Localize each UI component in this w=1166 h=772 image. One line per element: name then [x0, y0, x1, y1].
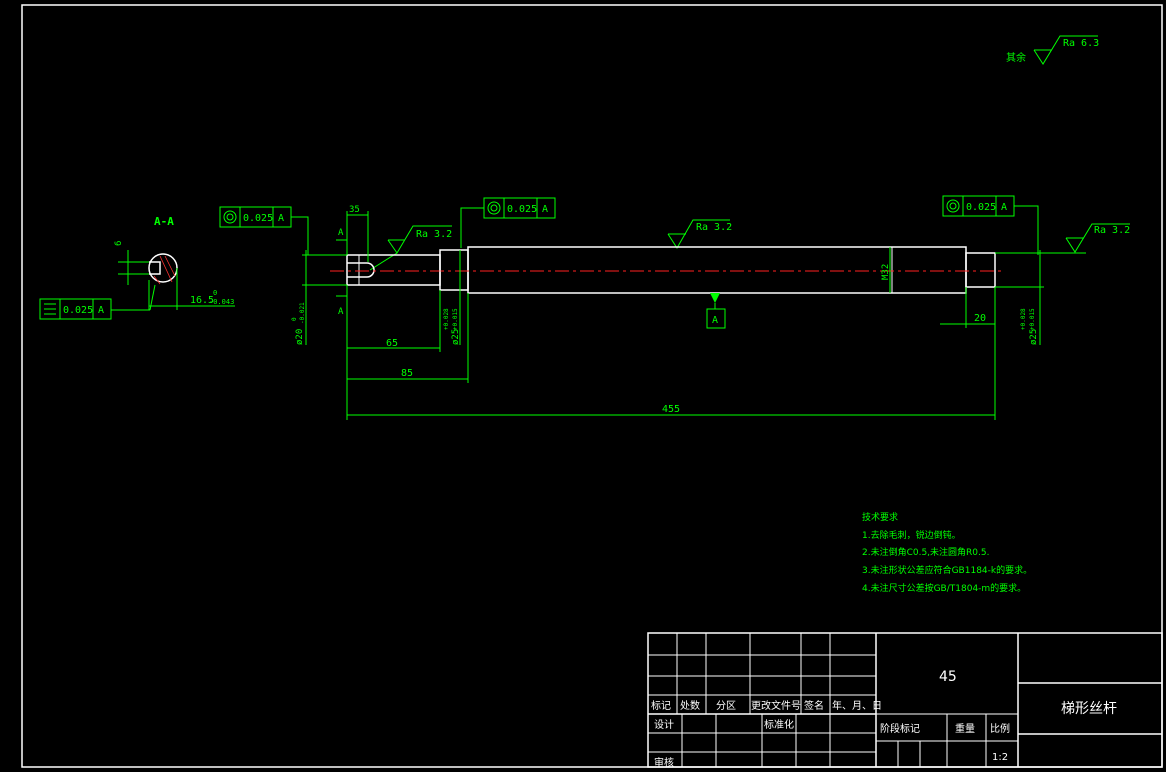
roughness-other-label: 其余	[1006, 51, 1026, 64]
roughness-right-value: Ra 3.2	[1094, 225, 1130, 236]
title-block	[647, 632, 1163, 768]
dim-left-dia: ø20 0 -0.021	[291, 250, 347, 345]
roughness-right: Ra 3.2	[1038, 223, 1130, 254]
dim-20-value: 20	[974, 313, 986, 324]
tb-scale-label: 比例	[990, 722, 1010, 735]
dim-65: 65	[346, 285, 441, 420]
key-depth-dim: 16.5	[190, 295, 214, 306]
dim-65-value: 65	[386, 338, 398, 349]
tb-material: 45	[939, 669, 957, 685]
tb-part-name: 梯形丝杆	[1061, 701, 1117, 717]
tb-header-count: 处数	[680, 699, 700, 712]
notes-title: 技术要求	[862, 511, 898, 523]
tb-scale-value: 1:2	[992, 752, 1008, 763]
roughness-left: Ra 3.2	[369, 225, 452, 271]
section-a-a: A-A 6 16.5 0 -0.043	[111, 215, 235, 311]
dim-455: 455	[347, 287, 996, 420]
key-width-dim: 6	[114, 241, 124, 246]
tb-header-change-doc: 更改文件号	[751, 699, 801, 712]
note-line-3: 3.未注形状公差应符合GB1184-k的要求。	[862, 564, 1032, 576]
thread-value: M32	[881, 264, 891, 280]
section-cut-a-top: A	[338, 228, 344, 238]
dim-journal-right: ø25 +0.028 +0.015	[995, 250, 1044, 345]
runout-left-datum: A	[278, 213, 284, 224]
roughness-middle: Ra 3.2	[667, 219, 732, 249]
tb-weight: 重量	[955, 722, 975, 735]
tb-header-date: 年、月、日	[832, 699, 882, 712]
technical-notes: 技术要求 1.去除毛刺，锐边倒钝。 2.未注倒角C0.5,未注圆角R0.5. 3…	[862, 511, 1032, 594]
runout-frame-right: 0.025 A	[942, 195, 1039, 255]
note-line-2: 2.未注倒角C0.5,未注圆角R0.5.	[862, 546, 989, 558]
dim-85-value: 85	[401, 368, 413, 379]
dim-35: 35	[346, 205, 369, 262]
runout-frame-left: 0.025 A	[219, 206, 309, 255]
journal-right-tol-lower: +0.015	[1029, 308, 1036, 330]
journal-left-tol-lower: +0.015	[452, 308, 459, 330]
dim-455-value: 455	[662, 404, 680, 415]
roughness-left-value: Ra 3.2	[416, 229, 452, 240]
symmetry-value: 0.025	[63, 305, 93, 316]
note-line-4: 4.未注尺寸公差按GB/T1804-m的要求。	[862, 582, 1026, 594]
runout-right-datum: A	[1001, 202, 1007, 213]
tb-stage-mark: 阶段标记	[880, 722, 920, 735]
tb-header-zone: 分区	[716, 700, 736, 712]
dim-35-value: 35	[349, 205, 360, 215]
overall-roughness: 其余 Ra 6.3	[1006, 35, 1099, 65]
roughness-middle-value: Ra 3.2	[696, 222, 732, 233]
left-dia-value: ø20	[295, 329, 305, 345]
key-depth-tol-upper: 0	[213, 289, 217, 297]
tb-header-signature: 签名	[804, 699, 824, 712]
tb-review: 审核	[654, 756, 674, 769]
runout-middle-datum: A	[542, 204, 548, 215]
tb-header-mark: 标记	[651, 700, 671, 712]
section-cut-a-bottom: A	[338, 307, 344, 317]
tb-design: 设计	[654, 718, 674, 731]
symmetry-datum: A	[98, 305, 104, 316]
dim-thread: M32	[881, 247, 891, 293]
datum-a-marker: A	[706, 293, 726, 329]
journal-left-dia-value: ø25	[451, 329, 461, 345]
dim-journal-left: ø25 +0.028 +0.015	[443, 250, 461, 345]
dim-20: 20	[940, 287, 995, 328]
roughness-overall: Ra 6.3	[1063, 38, 1099, 49]
title-block-text: 标记 处数 分区 更改文件号 签名 年、月、日 设计 标准化 审核 45 梯形丝…	[651, 669, 1117, 769]
dim-85: 85	[347, 293, 469, 383]
note-line-1: 1.去除毛刺，锐边倒钝。	[862, 529, 961, 541]
journal-left-tol-upper: +0.028	[443, 308, 450, 330]
datum-a-label: A	[712, 315, 718, 326]
tb-standard: 标准化	[764, 718, 794, 731]
drawing-border	[21, 4, 1163, 768]
runout-frame-middle: 0.025 A	[460, 197, 556, 248]
runout-left-value: 0.025	[243, 213, 273, 224]
section-label: A-A	[154, 215, 174, 228]
runout-middle-value: 0.025	[507, 204, 537, 215]
journal-right-tol-upper: +0.028	[1020, 308, 1027, 330]
runout-right-value: 0.025	[966, 202, 996, 213]
left-dia-tol-upper: 0	[291, 317, 298, 321]
symmetry-tolerance-frame: 0.025 A	[39, 298, 112, 320]
key-depth-tol-lower: -0.043	[209, 298, 234, 306]
left-dia-tol-lower: -0.021	[299, 302, 306, 324]
section-cut-marks: A A	[336, 215, 348, 320]
journal-right-dia-value: ø25	[1029, 329, 1039, 345]
shaft-main-view	[330, 246, 1005, 294]
